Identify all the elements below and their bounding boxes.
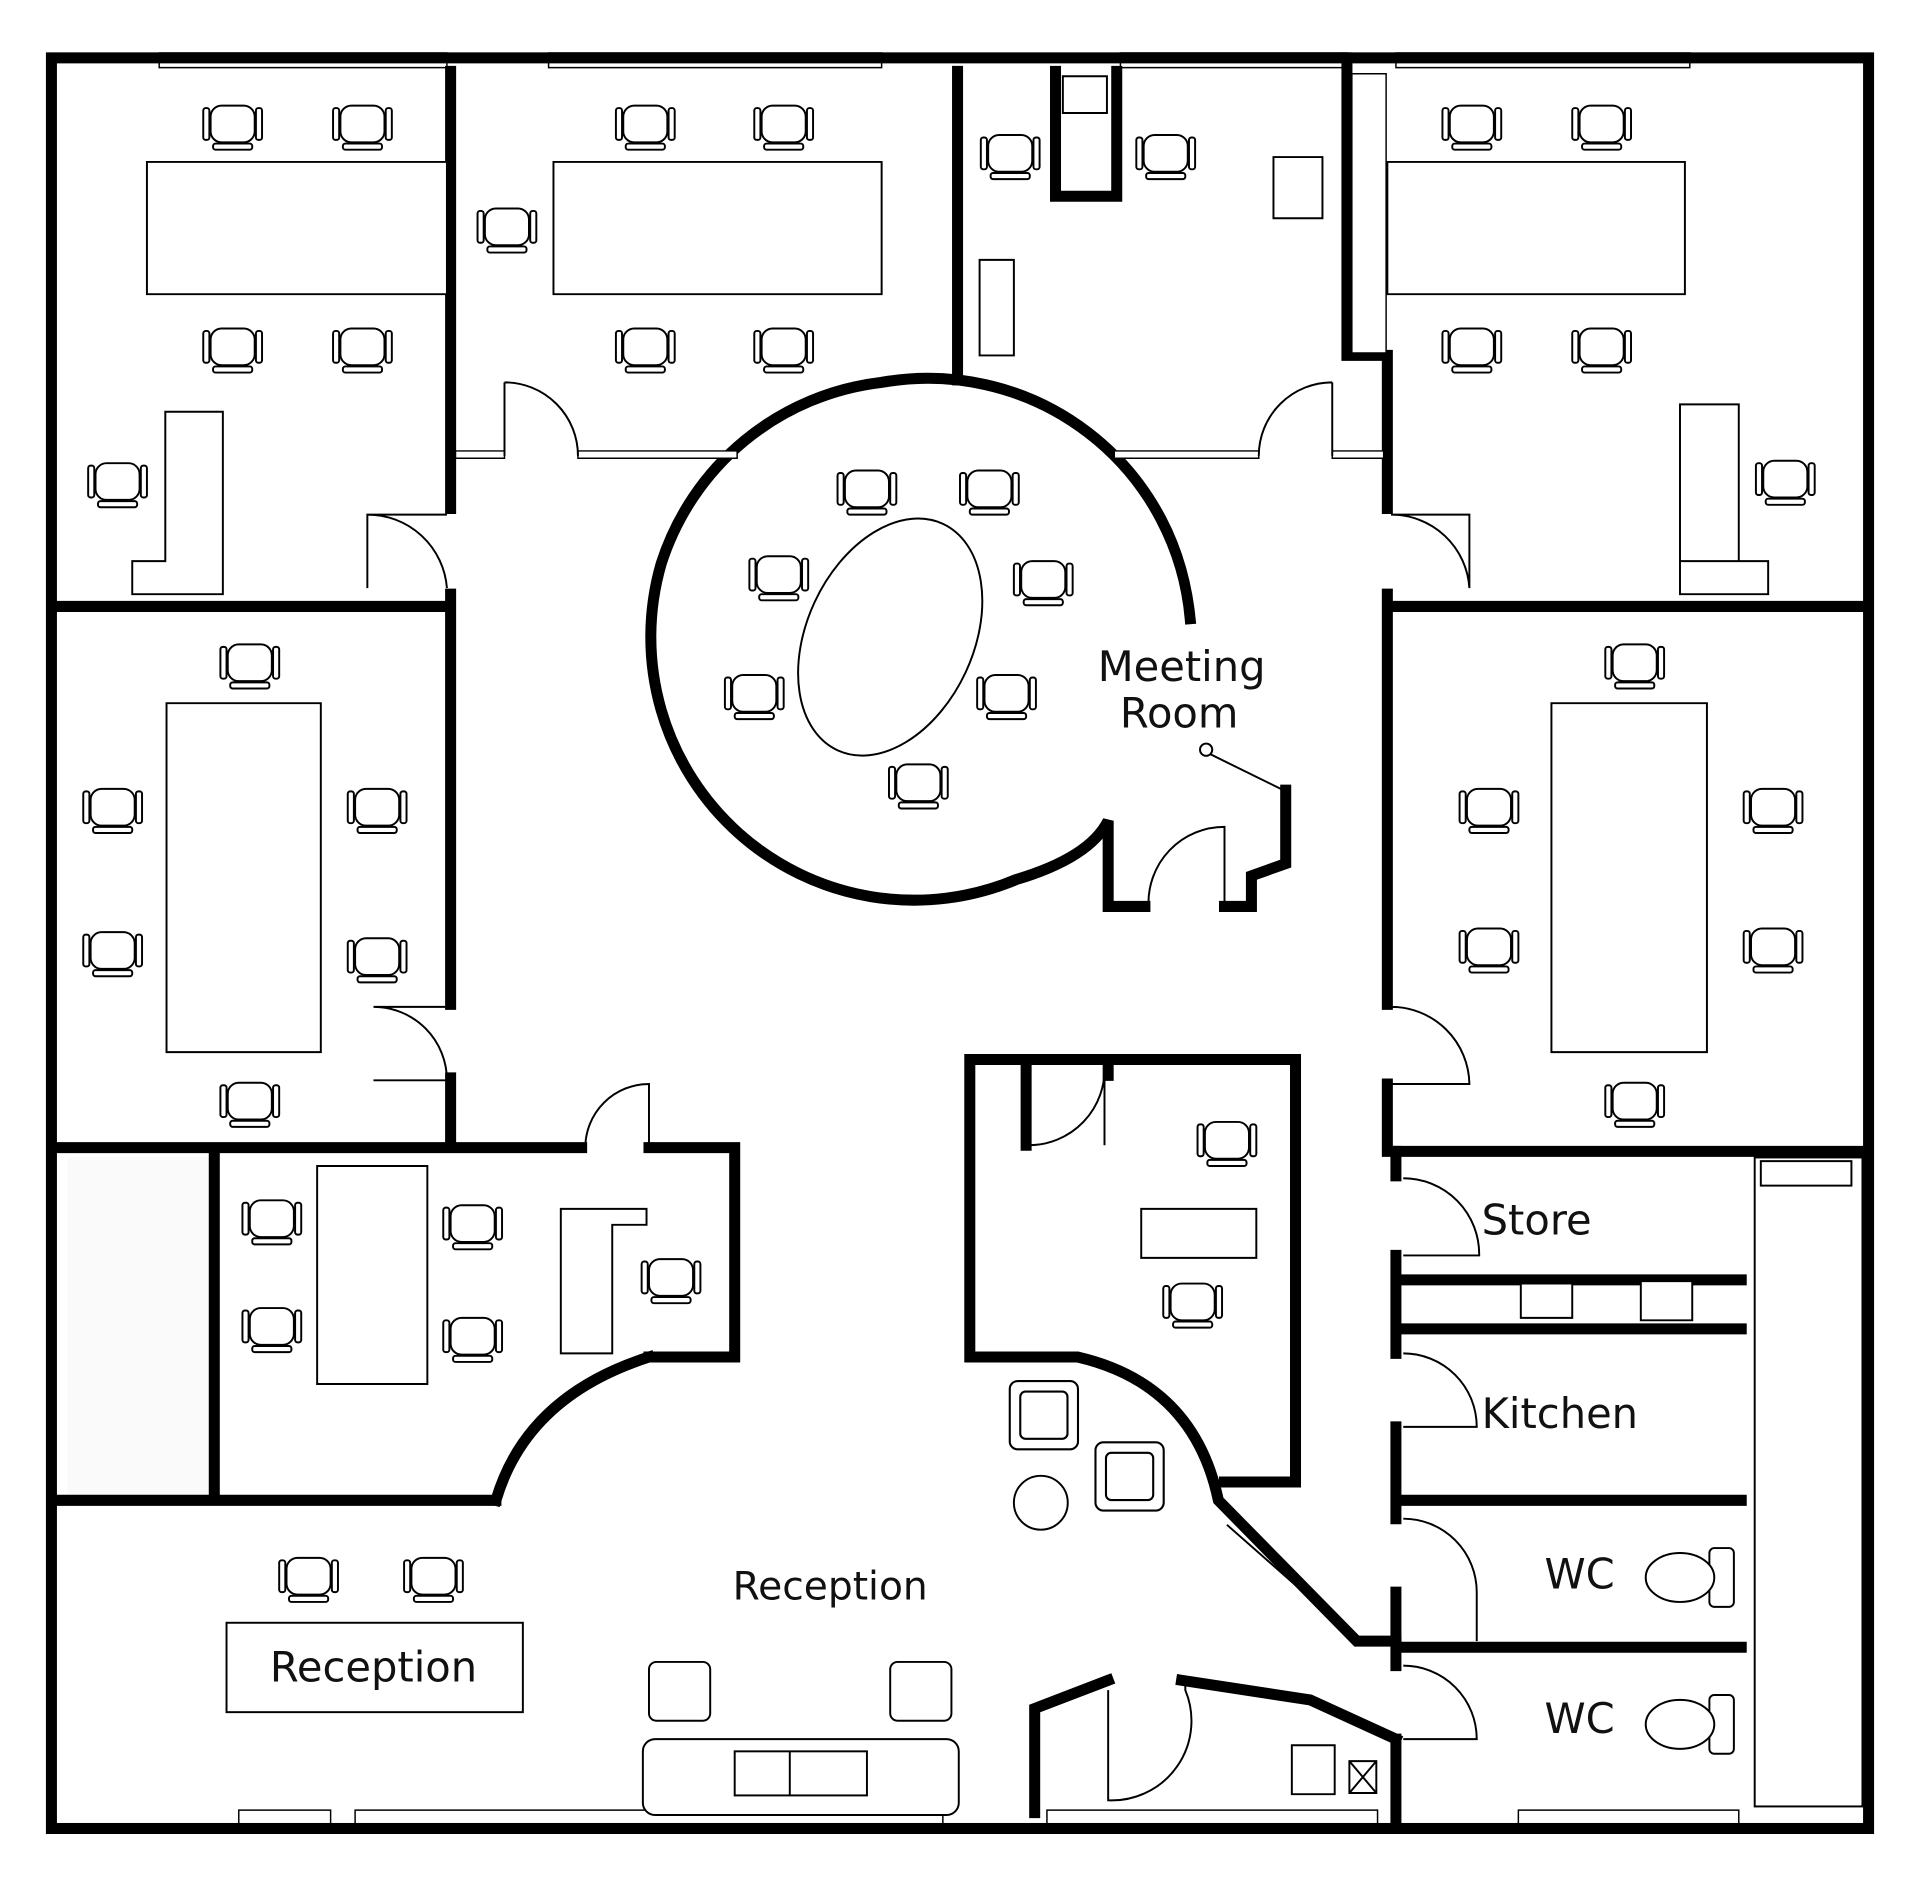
- chair-icon: [1162, 1282, 1224, 1329]
- chair-icon: [1441, 327, 1503, 374]
- wc-label: WC: [1544, 1694, 1614, 1743]
- store-label: Store: [1482, 1196, 1592, 1245]
- chair-icon: [959, 469, 1020, 516]
- wc-label: WC: [1544, 1549, 1614, 1598]
- chair-icon: [346, 937, 408, 984]
- chair-icon: [219, 1081, 281, 1128]
- chair-icon: [1458, 927, 1520, 974]
- chair-icon: [1604, 1081, 1666, 1128]
- chair-icon: [614, 104, 676, 151]
- chair-icon: [1012, 560, 1074, 607]
- chair-icon: [278, 1556, 339, 1603]
- chair-icon: [476, 207, 538, 254]
- chair-icon: [1604, 643, 1666, 690]
- chair-icon: [979, 134, 1041, 181]
- chair-icon: [1571, 327, 1632, 374]
- chair-icon: [332, 104, 393, 151]
- chair-icon: [82, 931, 144, 978]
- chair-icon: [976, 674, 1037, 721]
- chair-icon: [346, 787, 408, 834]
- chair-icon: [1196, 1120, 1258, 1168]
- chair-icon: [1754, 459, 1816, 506]
- chair-icon: [442, 1316, 504, 1363]
- doors: [366, 381, 1481, 1802]
- chair-icon: [1441, 104, 1503, 151]
- walls: [45, 52, 1875, 1834]
- chair-icon: [241, 1199, 303, 1246]
- room-labels: Meeting Room Store Kitchen WC WC Recepti…: [270, 642, 1638, 1743]
- tiled-area-right: [1753, 1156, 1864, 1808]
- reception-desk: [225, 1621, 524, 1714]
- glass-partitions: [454, 73, 1387, 1642]
- chair-icon: [1458, 787, 1520, 834]
- meeting-room-label: Meeting: [1098, 642, 1266, 691]
- tables: [131, 75, 1770, 1816]
- chair-icon: [614, 327, 676, 374]
- meeting-room-label: Room: [1120, 689, 1239, 738]
- chair-icon: [1742, 927, 1804, 974]
- chair-icon: [442, 1204, 504, 1251]
- chair-icon: [241, 1307, 303, 1354]
- chair-icon: [723, 674, 785, 721]
- chair-icon: [219, 643, 281, 690]
- chair-icon: [888, 763, 949, 810]
- kitchen-label: Kitchen: [1482, 1389, 1638, 1438]
- chair-icon: [1135, 134, 1197, 181]
- reception-area-label: Reception: [733, 1565, 928, 1610]
- chair-icon: [87, 462, 148, 509]
- chair-icon: [836, 469, 898, 516]
- chair-icon: [202, 104, 264, 151]
- chair-icon: [640, 1258, 702, 1305]
- toilet-icon: [1644, 1547, 1735, 1608]
- toilet-icon: [1644, 1694, 1735, 1755]
- tiled-area-left: [67, 1157, 210, 1495]
- chair-icon: [1742, 787, 1804, 834]
- chair-icon: [753, 327, 815, 374]
- chair-icon: [403, 1556, 464, 1603]
- chair-icon: [1571, 104, 1632, 151]
- reception-desk-label: Reception: [270, 1643, 477, 1692]
- chair-icon: [82, 787, 144, 834]
- chair-icon: [753, 104, 815, 151]
- chair-icon: [748, 555, 810, 602]
- chair-icon: [332, 327, 393, 374]
- chair-icon: [202, 327, 264, 374]
- armchair-icon: [1008, 1380, 1080, 1451]
- armchair-icon: [1094, 1441, 1165, 1512]
